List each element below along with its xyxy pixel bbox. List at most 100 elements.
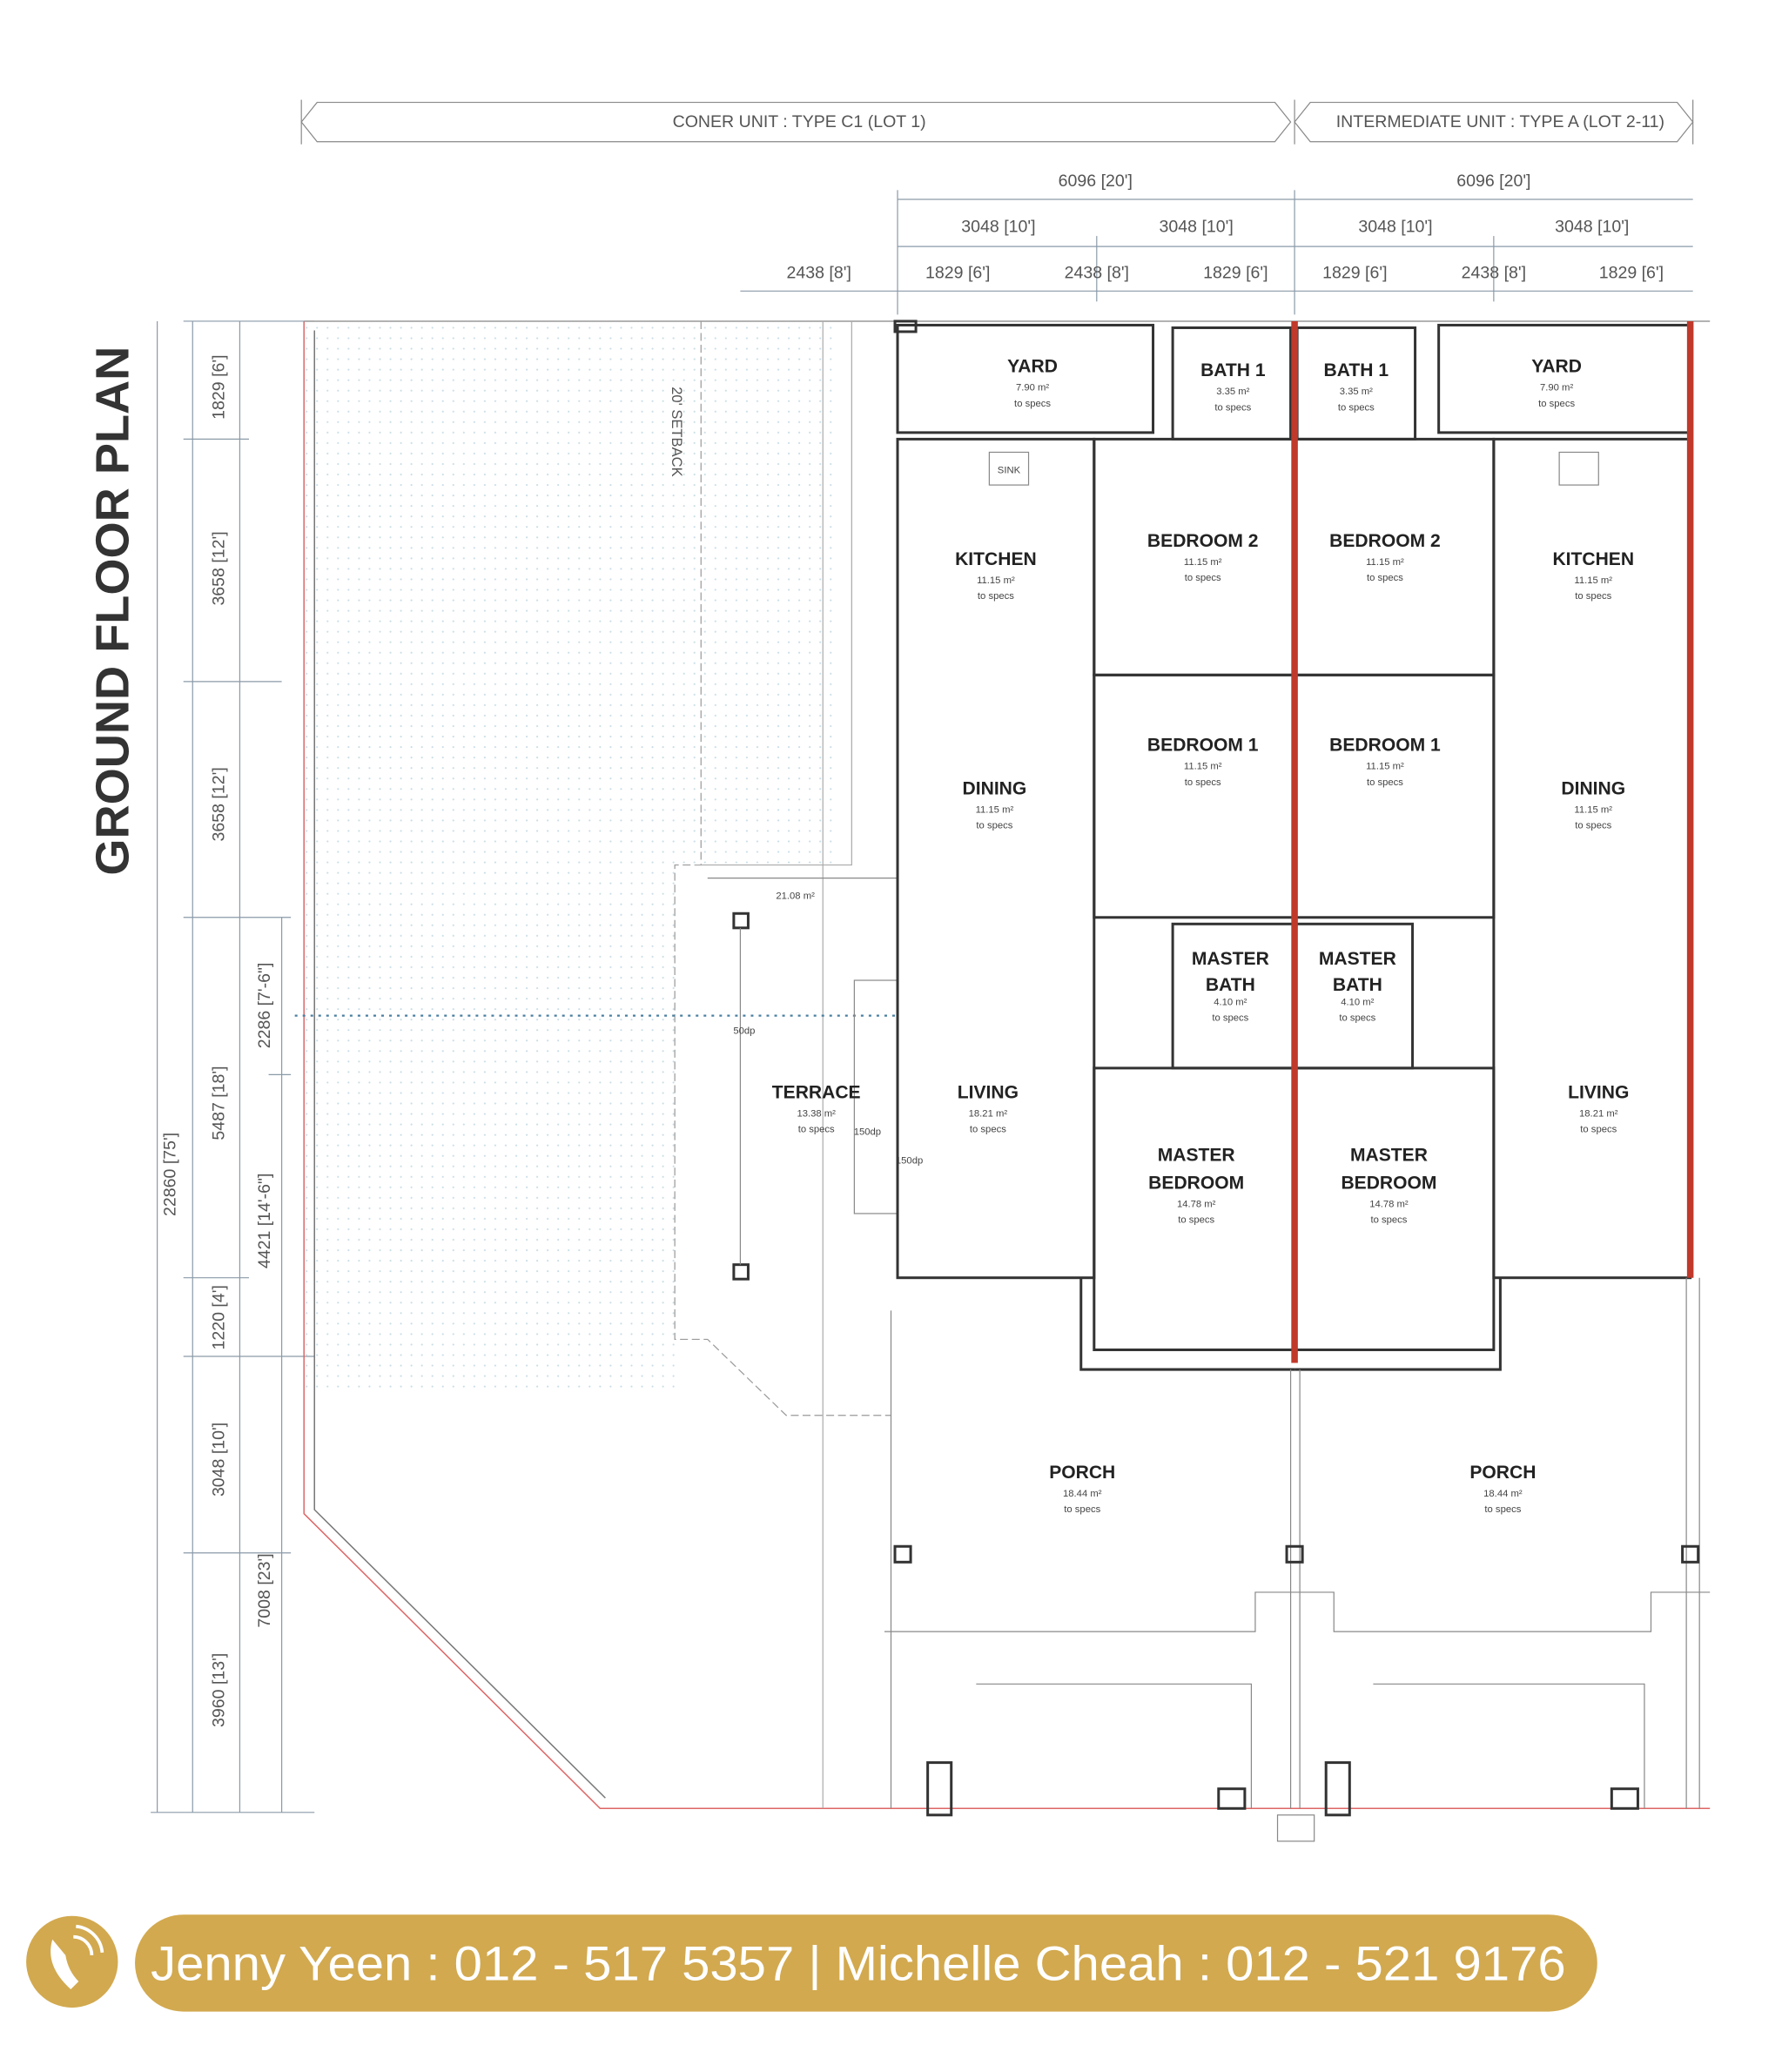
svg-text:to specs: to specs bbox=[1484, 1504, 1521, 1515]
dim: 3960 [13'] bbox=[209, 1653, 228, 1727]
svg-text:3.35 m²: 3.35 m² bbox=[1340, 387, 1373, 397]
site-boundary: 20' SETBACK 21.08 m² bbox=[294, 320, 1711, 1810]
open-area-label: 21.08 m² bbox=[776, 891, 815, 902]
svg-text:to specs: to specs bbox=[1367, 777, 1403, 788]
dim: 3048 [10'] bbox=[961, 218, 1035, 237]
svg-text:11.15 m²: 11.15 m² bbox=[1184, 557, 1222, 568]
terrace-area: 50dp 150dp 150dp bbox=[707, 878, 923, 1281]
unit-header-intermediate: INTERMEDIATE UNIT : TYPE A (LOT 2-11) bbox=[1294, 99, 1694, 145]
svg-text:MASTER: MASTER bbox=[1350, 1146, 1428, 1166]
dim: 3658 [12'] bbox=[209, 767, 228, 841]
dim: 1829 [6'] bbox=[1203, 263, 1268, 282]
step-label: 150dp bbox=[854, 1127, 881, 1138]
contact-text: Jenny Yeen : 012 - 517 5357 | Michelle C… bbox=[151, 1936, 1566, 1990]
svg-text:KITCHEN: KITCHEN bbox=[1552, 549, 1634, 569]
svg-text:BATH 1: BATH 1 bbox=[1324, 360, 1389, 380]
svg-text:to specs: to specs bbox=[1339, 1013, 1375, 1024]
svg-text:YARD: YARD bbox=[1531, 357, 1582, 377]
dim: 2438 [8'] bbox=[787, 263, 851, 282]
svg-text:BEDROOM: BEDROOM bbox=[1148, 1173, 1244, 1193]
svg-text:3.35 m²: 3.35 m² bbox=[1216, 387, 1249, 397]
room-dining: DINING 11.15 m² to specs bbox=[1561, 778, 1625, 831]
phone-icon-glyph bbox=[50, 1939, 79, 1989]
room-kitchen: KITCHEN 11.15 m² to specs bbox=[1552, 549, 1634, 602]
porch-area bbox=[884, 1277, 1711, 1842]
dim: 7008 [23'] bbox=[255, 1553, 274, 1627]
room-bath-1: BATH 1 3.35 m² to specs bbox=[1324, 360, 1389, 413]
svg-text:11.15 m²: 11.15 m² bbox=[976, 804, 1014, 815]
svg-text:to specs: to specs bbox=[1064, 1504, 1100, 1515]
room-bedroom-2: BEDROOM 2 11.15 m² to specs bbox=[1329, 531, 1441, 583]
svg-text:to specs: to specs bbox=[970, 1125, 1006, 1135]
room-living: LIVING 18.21 m² to specs bbox=[1568, 1082, 1629, 1134]
svg-text:BATH: BATH bbox=[1333, 975, 1382, 995]
room-bath-1: BATH 1 3.35 m² to specs bbox=[1200, 360, 1266, 413]
room-kitchen: KITCHEN 11.15 m² to specs bbox=[955, 549, 1037, 602]
dim: 4421 [14'-6"] bbox=[255, 1174, 274, 1269]
left-dimensions: 22860 [75'] 1829 [6'] 3658 [12'] 3658 [1… bbox=[151, 320, 315, 1813]
svg-text:PORCH: PORCH bbox=[1469, 1463, 1536, 1483]
unit-header-corner: CONER UNIT : TYPE C1 (LOT 1) bbox=[300, 99, 1292, 145]
dim: 2438 [8'] bbox=[1462, 263, 1526, 282]
intermediate-unit-walls bbox=[1293, 323, 1692, 1371]
svg-text:to specs: to specs bbox=[1367, 573, 1403, 583]
svg-text:11.15 m²: 11.15 m² bbox=[1184, 762, 1222, 772]
svg-text:7.90 m²: 7.90 m² bbox=[1016, 383, 1049, 394]
svg-text:11.15 m²: 11.15 m² bbox=[1366, 557, 1404, 568]
dim: 3048 [10'] bbox=[1555, 218, 1629, 237]
room-master-bedroom: MASTER BEDROOM 14.78 m² to specs bbox=[1148, 1146, 1244, 1226]
svg-text:LIVING: LIVING bbox=[1568, 1082, 1629, 1102]
room-bedroom-1: BEDROOM 1 11.15 m² to specs bbox=[1147, 736, 1259, 788]
svg-text:11.15 m²: 11.15 m² bbox=[977, 575, 1015, 586]
svg-text:BEDROOM 2: BEDROOM 2 bbox=[1329, 531, 1441, 551]
room-bedroom-1: BEDROOM 1 11.15 m² to specs bbox=[1329, 736, 1441, 788]
svg-text:BEDROOM 2: BEDROOM 2 bbox=[1147, 531, 1259, 551]
svg-text:to specs: to specs bbox=[976, 820, 1012, 831]
phone-icon bbox=[26, 1915, 118, 2008]
top-dimensions: 6096 [20'] 6096 [20'] 3048 [10'] 3048 [1… bbox=[740, 172, 1693, 315]
room-master-bath: MASTER BATH 4.10 m² to specs bbox=[1192, 949, 1269, 1024]
svg-text:BATH 1: BATH 1 bbox=[1200, 360, 1266, 380]
svg-text:18.44 m²: 18.44 m² bbox=[1483, 1489, 1523, 1499]
corner-unit-label: CONER UNIT : TYPE C1 (LOT 1) bbox=[673, 112, 926, 131]
dim: 3048 [10'] bbox=[209, 1423, 228, 1497]
dim: 1220 [4'] bbox=[209, 1285, 228, 1349]
svg-text:BEDROOM 1: BEDROOM 1 bbox=[1147, 736, 1259, 756]
svg-text:LIVING: LIVING bbox=[958, 1082, 1019, 1102]
dim: 3658 [12'] bbox=[209, 531, 228, 605]
svg-text:to specs: to specs bbox=[1212, 1013, 1248, 1024]
dim: 2286 [7'-6"] bbox=[255, 963, 274, 1049]
room-master-bedroom: MASTER BEDROOM 14.78 m² to specs bbox=[1341, 1146, 1436, 1226]
setback-label: 20' SETBACK bbox=[669, 387, 685, 476]
svg-text:to specs: to specs bbox=[1014, 399, 1051, 409]
dim: 2438 [8'] bbox=[1065, 263, 1129, 282]
svg-text:DINING: DINING bbox=[1561, 778, 1625, 798]
dim: 1829 [6'] bbox=[209, 354, 228, 419]
room-bedroom-2: BEDROOM 2 11.15 m² to specs bbox=[1147, 531, 1259, 583]
svg-text:to specs: to specs bbox=[1580, 1125, 1617, 1135]
svg-text:BEDROOM 1: BEDROOM 1 bbox=[1329, 736, 1441, 756]
contact-banner[interactable]: Jenny Yeen : 012 - 517 5357 | Michelle C… bbox=[26, 1914, 1597, 2012]
svg-text:18.21 m²: 18.21 m² bbox=[1579, 1109, 1618, 1120]
svg-text:MASTER: MASTER bbox=[1319, 949, 1396, 969]
svg-text:to specs: to specs bbox=[798, 1125, 835, 1135]
room-yard: YARD 7.90 m² to specs bbox=[1007, 357, 1058, 409]
svg-text:YARD: YARD bbox=[1007, 357, 1058, 377]
svg-text:TERRACE: TERRACE bbox=[772, 1082, 861, 1102]
svg-text:11.15 m²: 11.15 m² bbox=[1366, 762, 1404, 772]
svg-text:BEDROOM: BEDROOM bbox=[1341, 1173, 1436, 1193]
svg-text:to specs: to specs bbox=[1185, 573, 1221, 583]
svg-text:PORCH: PORCH bbox=[1049, 1463, 1115, 1483]
plan-title: GROUND FLOOR PLAN bbox=[87, 346, 139, 876]
room-porch: PORCH 18.44 m² to specs bbox=[1469, 1463, 1536, 1515]
svg-text:18.44 m²: 18.44 m² bbox=[1063, 1489, 1102, 1499]
dim: 6096 [20'] bbox=[1456, 172, 1530, 191]
room-master-bath: MASTER BATH 4.10 m² to specs bbox=[1319, 949, 1396, 1024]
svg-text:BATH: BATH bbox=[1206, 975, 1255, 995]
dim: 3048 [10'] bbox=[1358, 218, 1432, 237]
dim: 3048 [10'] bbox=[1160, 218, 1234, 237]
svg-text:to specs: to specs bbox=[1370, 1214, 1407, 1225]
svg-text:18.21 m²: 18.21 m² bbox=[969, 1109, 1008, 1120]
sink-label: SINK bbox=[998, 466, 1021, 476]
svg-text:DINING: DINING bbox=[963, 778, 1027, 798]
